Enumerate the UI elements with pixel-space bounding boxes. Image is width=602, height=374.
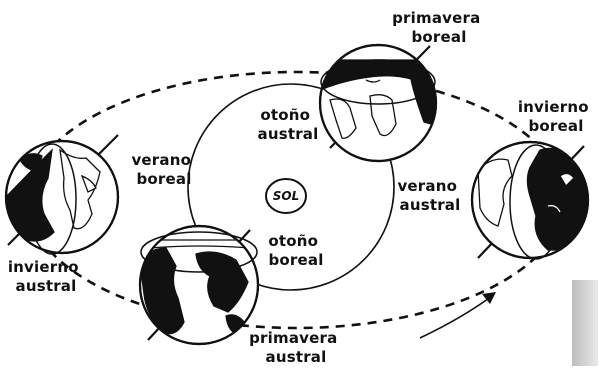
sun-label: SOL (273, 189, 300, 203)
inner-orbit-circle (187, 83, 395, 291)
label-verano-boreal: verano boreal (131, 151, 196, 188)
earth-right (470, 140, 590, 260)
label-verano-austral: verano austral (397, 177, 462, 214)
direction-arrow (419, 292, 496, 339)
label-otono-austral: otoño austral (258, 106, 319, 143)
label-primavera-austral: primavera austral (249, 329, 343, 366)
label-invierno-austral: invierno austral (8, 258, 84, 295)
sun (265, 178, 307, 214)
label-invierno-boreal: invierno boreal (518, 98, 594, 135)
label-otono-boreal: otoño boreal (268, 232, 323, 269)
label-primavera-boreal: primavera boreal (392, 9, 486, 46)
earth-left (4, 134, 120, 255)
earth-top (318, 43, 438, 163)
earth-bottom (138, 224, 260, 346)
shade-strip (572, 280, 598, 366)
